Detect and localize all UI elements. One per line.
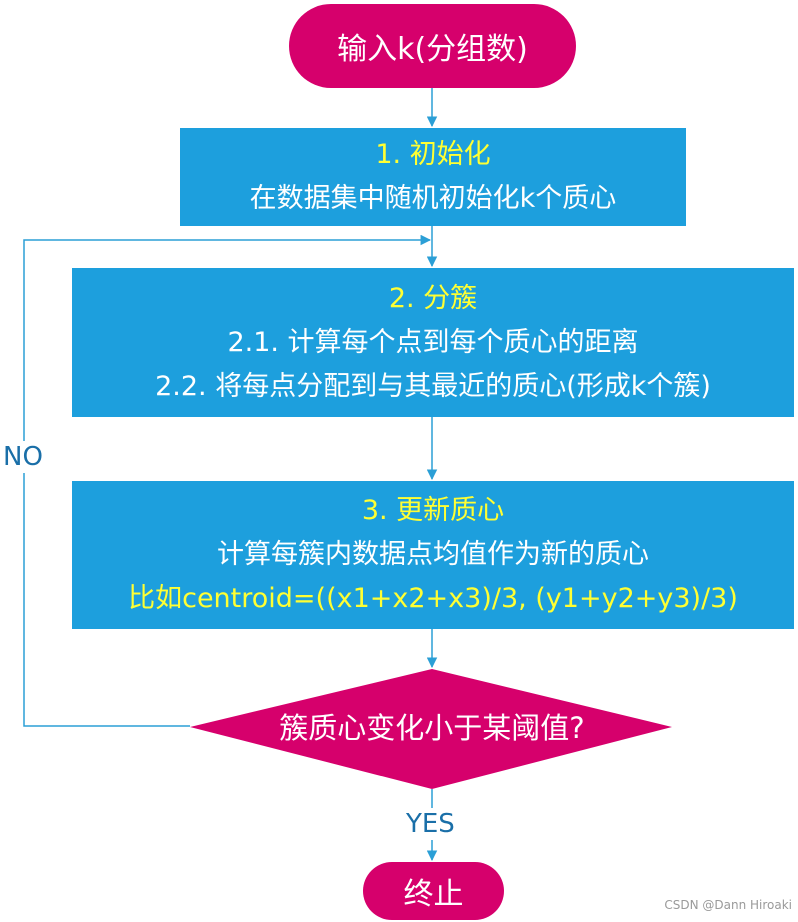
step-update-title: 3. 更新质心	[361, 495, 505, 526]
start-label: 输入k(分组数)	[337, 32, 528, 67]
arrow-no-loop	[23, 234, 432, 727]
step-cluster-text-2: 2.2. 将每点分配到与其最近的质心(形成k个簇)	[155, 370, 711, 402]
decision-label: 簇质心变化小于某阈值?	[279, 711, 585, 745]
end-label: 终止	[403, 877, 464, 912]
step-cluster-title: 2. 分簇	[388, 282, 478, 314]
step-initialize-box: 1. 初始化 在数据集中随机初始化k个质心	[180, 128, 686, 226]
decision-diamond	[190, 669, 672, 789]
step-initialize-title: 1. 初始化	[375, 139, 491, 170]
step-update-box: 3. 更新质心 计算每簇内数据点均值作为新的质心 比如centroid=((x1…	[72, 481, 794, 629]
start-terminal: 输入k(分组数)	[289, 4, 576, 88]
yes-branch-label: YES	[406, 808, 455, 840]
step-cluster-text-1: 2.1. 计算每个点到每个质心的距离	[227, 326, 639, 358]
step-cluster-box: 2. 分簇 2.1. 计算每个点到每个质心的距离 2.2. 将每点分配到与其最近…	[72, 268, 794, 417]
end-terminal: 终止	[363, 862, 504, 920]
step-update-example: 比如centroid=((x1+x2+x3)/3, (y1+y2+y3)/3)	[128, 583, 738, 614]
step-initialize-text: 在数据集中随机初始化k个质心	[249, 183, 617, 214]
no-branch-label: NO	[3, 441, 43, 473]
step-update-text: 计算每簇内数据点均值作为新的质心	[217, 539, 649, 570]
watermark: CSDN @Dann Hiroaki	[664, 898, 792, 912]
